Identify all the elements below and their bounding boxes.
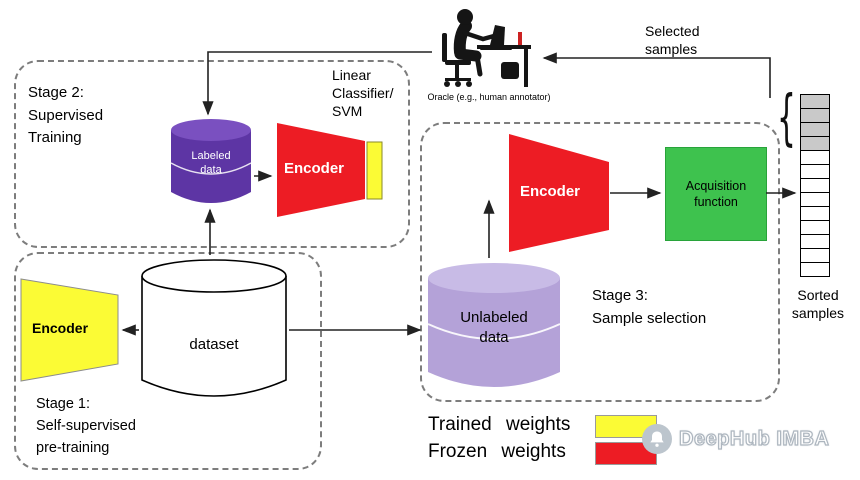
watermark-text: DeepHub IMBA [678, 427, 830, 450]
legend-trained-label: Trained weights [428, 414, 571, 435]
sample-cell [800, 150, 830, 165]
stage1-encoder-shape [20, 278, 119, 382]
dataset-cylinder: dataset [140, 258, 288, 400]
arrow-selected-samples-to-oracle [542, 52, 771, 98]
sample-cell [800, 164, 830, 179]
stage1-box [14, 252, 322, 470]
stage1-label: Stage 1: Self-supervised pre-training [36, 396, 136, 456]
labeled-data-cylinder-shape [170, 119, 252, 203]
stage3-encoder-shape [509, 134, 609, 252]
sorted-samples-label: Sorted samples [791, 287, 845, 322]
labeled-data-label: Labeled data [191, 150, 231, 176]
labeled-data-cylinder: Labeled data [168, 118, 254, 206]
sample-cell [800, 206, 830, 221]
unlabeled-data-label: Unlabeled data [460, 309, 528, 346]
stage1-encoder: Encoder [20, 278, 120, 382]
sample-cell [800, 94, 830, 109]
legend-frozen-label: Frozen weights [428, 441, 566, 462]
stage2-encoder-label: Encoder [284, 160, 345, 177]
oracle-figure [425, 5, 537, 91]
linear-classifier-bar [366, 141, 383, 200]
selected-samples-label: Selected samples [645, 23, 700, 58]
sample-cell [800, 220, 830, 235]
dataset-cylinder-shape [141, 259, 287, 397]
unlabeled-data-cylinder-shape [427, 263, 561, 387]
dataset-label: dataset [189, 336, 239, 353]
sample-cell [800, 136, 830, 151]
sample-cell [800, 192, 830, 207]
sorted-samples-stack [800, 94, 830, 277]
stage1-encoder-label: Encoder [32, 320, 89, 336]
stage3-box [420, 122, 780, 402]
stage3-encoder: Encoder [508, 133, 624, 253]
stage3-encoder-label: Encoder [520, 183, 581, 200]
stage3-label: Stage 3: Sample selection [592, 287, 707, 328]
oracle-caption: Oracle (e.g., human annotator) [427, 92, 551, 102]
stage2-encoder: Encoder [276, 122, 392, 218]
stage2-encoder-shape [277, 123, 383, 217]
sample-cell [800, 178, 830, 193]
selected-samples-brace: { [777, 81, 796, 153]
sample-cell [800, 108, 830, 123]
watermark: DeepHub IMBA [642, 424, 830, 454]
linear-classifier-label: Linear Classifier/ SVM [332, 67, 394, 120]
sample-cell [800, 262, 830, 277]
stage2-label: Stage 2: Supervised Training [28, 84, 104, 146]
sample-cell [800, 234, 830, 249]
sample-cell [800, 122, 830, 137]
deephub-logo-icon [642, 424, 672, 454]
oracle-person-icon [442, 9, 531, 87]
sample-cell [800, 248, 830, 263]
acquisition-function-box: Acquisition function [665, 147, 767, 241]
unlabeled-data-cylinder: Unlabeled data [424, 262, 564, 396]
